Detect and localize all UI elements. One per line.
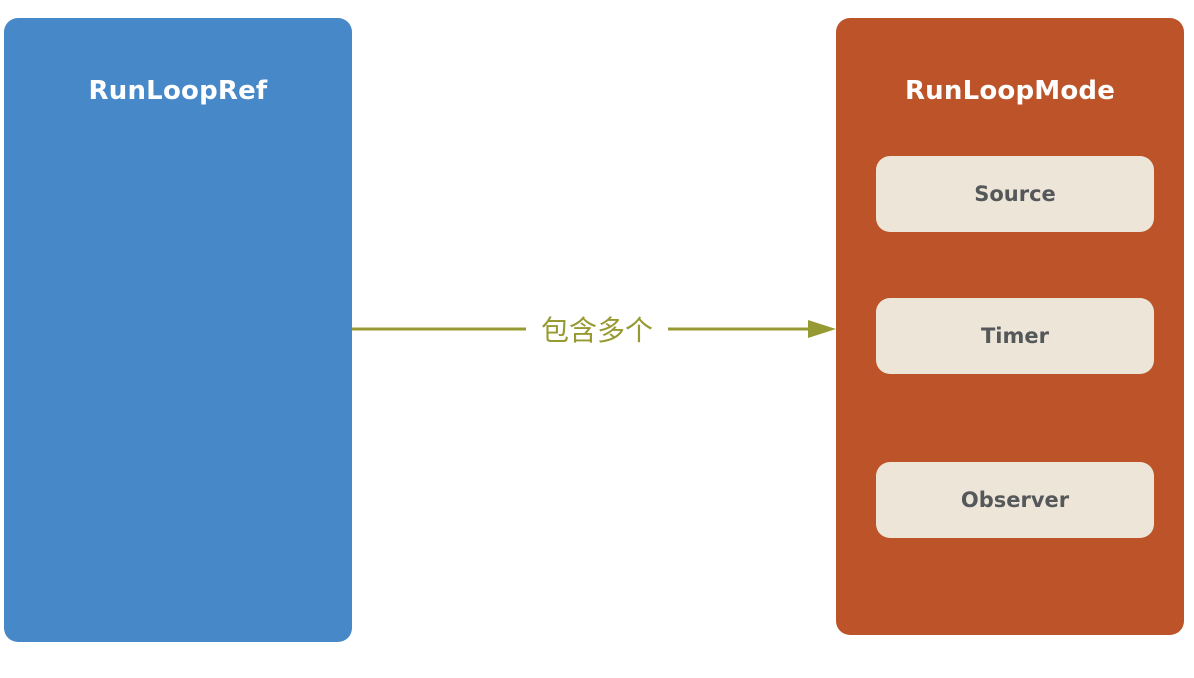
runloopmode-box: RunLoopMode Source Timer Observer	[836, 18, 1184, 635]
arrow-head-icon	[808, 320, 836, 338]
runloopref-box: RunLoopRef	[4, 18, 352, 642]
connector-label: 包含多个	[526, 309, 668, 349]
source-item: Source	[876, 156, 1154, 232]
runloopref-title: RunLoopRef	[88, 76, 268, 106]
runloopmode-title: RunLoopMode	[904, 76, 1116, 106]
timer-item: Timer	[876, 298, 1154, 374]
observer-item: Observer	[876, 462, 1154, 538]
